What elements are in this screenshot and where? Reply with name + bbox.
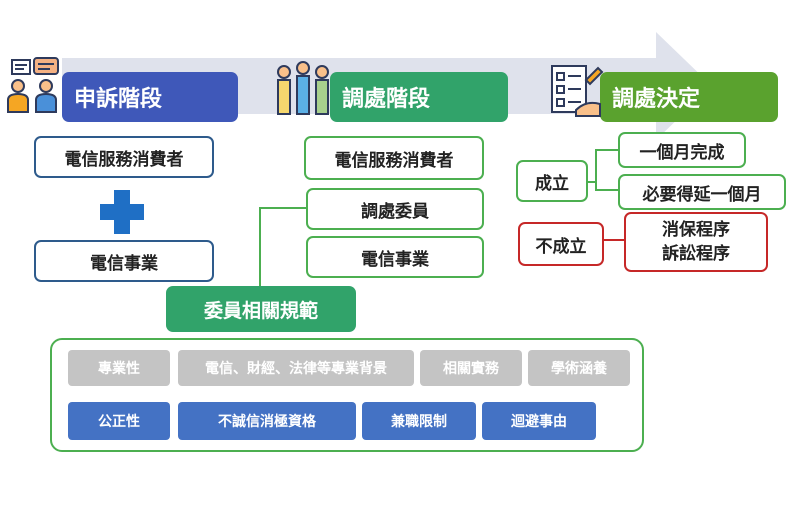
committee-rules-container [50,338,644,452]
stage-mediation: 調處階段 [330,72,508,122]
mediation-consumer-box: 電信服務消費者 [304,136,484,180]
procedure-consumer-protection: 消保程序 [662,220,730,240]
decision-not-established-box: 不成立 [518,222,604,266]
rule-tag: 電信、財經、法律等專業背景 [178,350,414,386]
complaint-consumer-box: 電信服務消費者 [34,136,214,178]
rule-tag: 公正性 [68,402,170,440]
mediation-group-icon [272,58,334,118]
mediation-committee-box: 調處委員 [306,188,484,230]
stage-decision-label: 調處決定 [612,87,701,112]
decision-established-box: 成立 [516,160,588,202]
stage-decision: 調處決定 [600,72,778,122]
procedure-litigation: 訴訟程序 [662,244,730,264]
committee-rules-title: 委員相關規範 [166,286,356,332]
mediation-business-box: 電信事業 [306,236,484,278]
decision-procedures-box: 消保程序 訴訟程序 [624,212,768,272]
rule-tag: 不誠信消極資格 [178,402,356,440]
rule-tag: 專業性 [68,350,170,386]
complaint-person-icon [2,56,64,116]
rule-tag: 迴避事由 [482,402,596,440]
stage-mediation-label: 調處階段 [342,87,431,112]
decision-one-month-box: 一個月完成 [618,132,746,168]
rule-tag: 兼職限制 [362,402,476,440]
plus-icon [100,190,144,234]
complaint-business-box: 電信事業 [34,240,214,282]
stage-complaint-label: 申訴階段 [74,87,163,112]
rule-tag: 相關實務 [420,350,522,386]
rule-tag: 學術涵養 [528,350,630,386]
stage-complaint: 申訴階段 [62,72,238,122]
decision-checklist-icon [546,60,606,120]
decision-extend-box: 必要得延一個月 [618,174,786,210]
committee-rules-title-label: 委員相關規範 [203,299,318,322]
